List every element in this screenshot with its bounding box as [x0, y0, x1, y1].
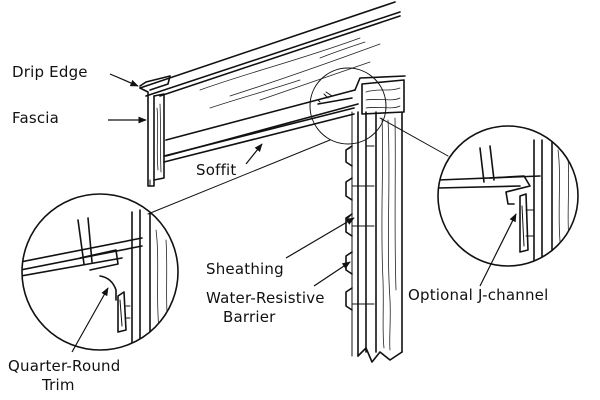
label-optional-j-channel-text: Optional J-channel	[408, 286, 548, 304]
leader-wrb	[313, 261, 351, 287]
label-water-resistive-barrier: Water-Resistive Barrier	[206, 261, 351, 326]
label-soffit-text: Soffit	[196, 161, 237, 179]
quarter-round-detail-circle	[21, 193, 179, 351]
j-channel-detail-circle	[437, 125, 579, 267]
detail-callout-circle	[309, 67, 387, 145]
wall-assembly	[345, 79, 405, 363]
label-optional-j-channel: Optional J-channel	[408, 213, 548, 304]
leader-optional-j-channel	[479, 213, 517, 287]
label-sheathing: Sheathing	[206, 217, 355, 278]
leader-soffit	[245, 143, 263, 165]
label-fascia: Fascia	[12, 109, 147, 127]
leader-drip-edge	[109, 73, 139, 87]
label-quarter-round-text-line2: Trim	[41, 376, 75, 394]
label-wrb-text-line1: Water-Resistive	[206, 289, 325, 307]
leader-quarter-round	[71, 287, 109, 353]
label-quarter-round-text-line1: Quarter-Round	[8, 357, 120, 375]
label-soffit: Soffit	[196, 143, 263, 179]
label-drip-edge: Drip Edge	[12, 63, 139, 87]
label-drip-edge-text: Drip Edge	[12, 63, 88, 81]
label-sheathing-text: Sheathing	[206, 260, 284, 278]
label-quarter-round-trim: Quarter-Round Trim	[8, 287, 120, 394]
drip-edge-flashing	[139, 75, 171, 91]
leader-sheathing	[285, 217, 355, 259]
fascia-board	[139, 87, 165, 187]
label-fascia-text: Fascia	[12, 109, 59, 127]
detail-connector-lines	[147, 117, 449, 215]
label-wrb-text-line2: Barrier	[223, 308, 276, 326]
